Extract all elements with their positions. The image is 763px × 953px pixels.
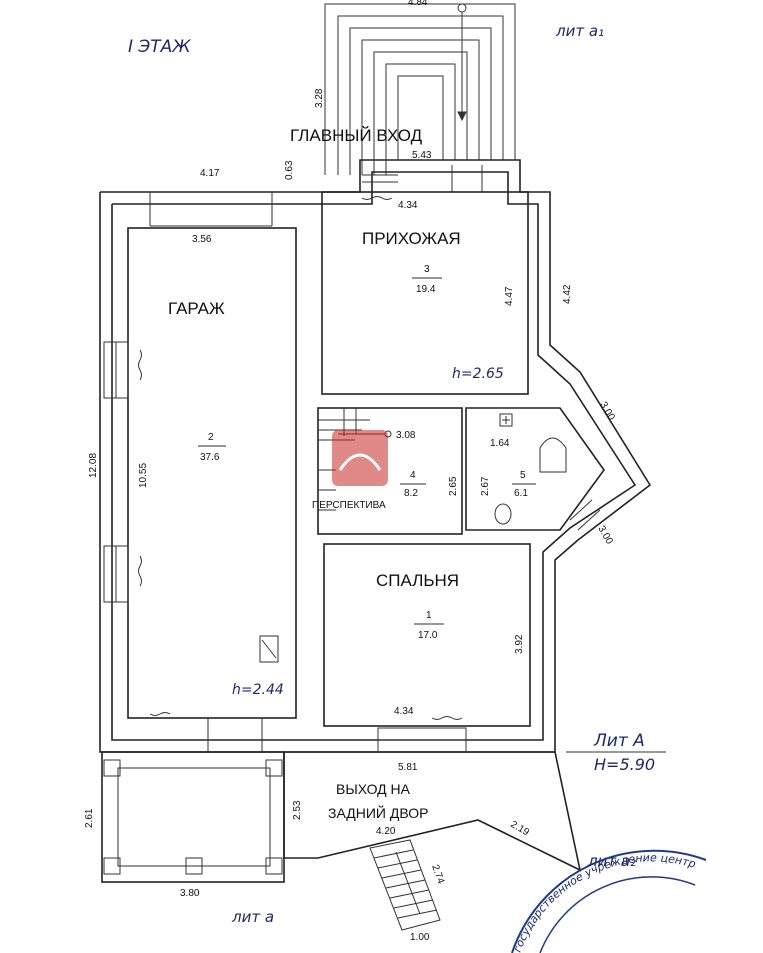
dim-2-61: 2.61 — [84, 808, 95, 828]
lit-A-height: H=5.90 — [594, 755, 655, 774]
watermark-logo: ПЕРСПЕКТИВА — [312, 430, 388, 511]
watermark-text: ПЕРСПЕКТИВА — [312, 500, 386, 511]
lit-a1-label: лит a₁ — [555, 22, 604, 40]
dim-4-84: 4.84 — [408, 0, 428, 8]
hall-number: 3 — [424, 264, 430, 275]
hall-name: ПРИХОЖАЯ — [362, 229, 461, 248]
garage-fixture — [259, 635, 279, 663]
dim-4-47: 4.47 — [504, 286, 515, 306]
back-exit-steps — [369, 839, 441, 931]
dim-4-20: 4.20 — [376, 826, 396, 837]
stairs-room — [317, 407, 463, 535]
dim-3-80: 3.80 — [180, 888, 200, 899]
dim-3-92: 3.92 — [514, 634, 525, 654]
garage-name: ГАРАЖ — [168, 299, 225, 318]
windows-left — [103, 341, 129, 603]
back-exit-line1: ВЫХОД НА — [336, 781, 411, 797]
hall-height: h=2.65 — [452, 366, 504, 382]
dim-4-34-top: 4.34 — [398, 200, 418, 211]
lit-A-label: Лит А — [593, 731, 645, 751]
main-entrance-label: ГЛАВНЫЙ ВХОД — [290, 126, 423, 145]
hall-room — [321, 191, 529, 395]
bath-room — [465, 407, 605, 531]
garage-number: 2 — [208, 432, 214, 443]
dim-0-63: 0.63 — [284, 160, 295, 180]
garage-height: h=2.44 — [232, 682, 284, 698]
dim-1-00: 1.00 — [410, 932, 430, 943]
bedroom-name: СПАЛЬНЯ — [376, 571, 459, 590]
dim-2-53: 2.53 — [292, 800, 303, 820]
bath-area: 6.1 — [514, 488, 528, 499]
bath-toilet — [494, 503, 512, 525]
dim-10-55: 10.55 — [138, 463, 149, 488]
dim-3-08: 3.08 — [396, 430, 416, 441]
dim-2-19: 2.19 — [509, 819, 532, 838]
bedroom-number: 1 — [426, 610, 432, 621]
bath-sink — [499, 413, 513, 427]
dim-2-67: 2.67 — [480, 476, 491, 496]
dim-4-34-bottom: 4.34 — [394, 706, 414, 717]
dim-3-28: 3.28 — [314, 88, 325, 108]
dim-5-43: 5.43 — [412, 150, 432, 161]
dim-1-64: 1.64 — [490, 438, 510, 449]
bath-window — [569, 499, 601, 531]
bedroom-area: 17.0 — [418, 630, 438, 641]
main-entrance-steps — [324, 3, 516, 175]
windows-top — [149, 165, 483, 227]
garage-area: 37.6 — [200, 452, 220, 463]
garage-room — [127, 227, 297, 719]
dim-2-65: 2.65 — [448, 476, 459, 496]
lit-a-label: лит a — [231, 908, 274, 926]
back-exit-line2: ЗАДНИЙ ДВОР — [328, 804, 428, 821]
bath-number: 5 — [520, 470, 526, 481]
bath-tub — [539, 437, 567, 473]
dim-3-00-upper: 3.00 — [597, 400, 616, 423]
windows-bottom — [207, 718, 467, 753]
dim-4-42: 4.42 — [562, 284, 573, 304]
dim-3-56: 3.56 — [192, 234, 212, 245]
dim-2-74: 2.74 — [429, 863, 446, 885]
lit-a2-label: лит a₂ — [587, 852, 636, 870]
stairs-area: 8.2 — [404, 488, 418, 499]
bedroom-room — [323, 543, 531, 727]
dim-4-17: 4.17 — [200, 168, 220, 179]
back-exit-area — [283, 751, 582, 872]
back-porch — [101, 751, 285, 883]
dim-3-00-lower: 3.00 — [595, 524, 614, 547]
outer-walls — [99, 159, 652, 753]
dim-12-08: 12.08 — [88, 453, 99, 478]
stairs-number: 4 — [410, 470, 416, 481]
hall-area: 19.4 — [416, 284, 436, 295]
floor-label: I ЭТАЖ — [128, 37, 191, 57]
dim-5-81: 5.81 — [398, 762, 418, 773]
